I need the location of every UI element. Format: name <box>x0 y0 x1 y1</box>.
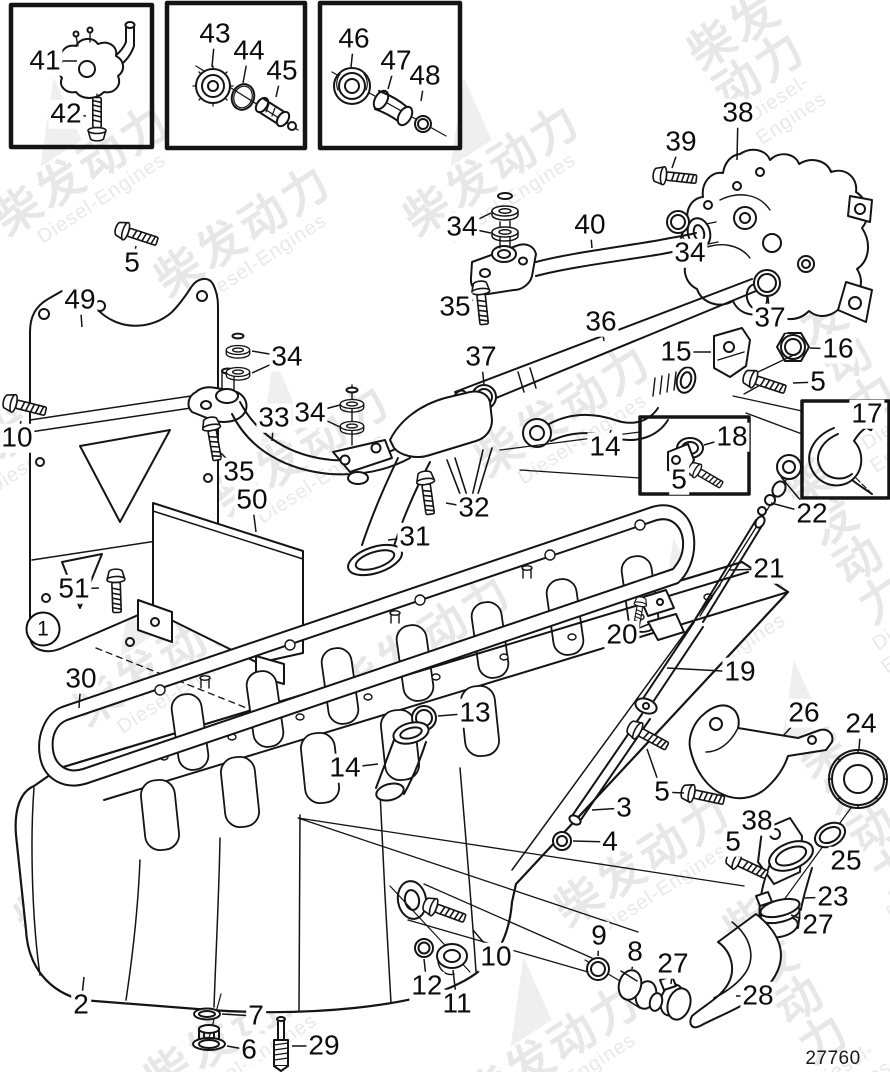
inset-box-41-42 <box>8 2 155 150</box>
oil-pipe-40 <box>469 192 719 296</box>
pointer-lines <box>297 395 803 973</box>
gasket-30 <box>38 504 696 787</box>
suction-pipe-31 <box>347 390 493 577</box>
drawing-number: 27760 <box>805 1048 861 1069</box>
inset-box-43-44-45 <box>164 0 308 151</box>
hose-assembly <box>584 913 782 1029</box>
inset-box-17 <box>800 399 890 500</box>
inset-box-18 <box>638 415 751 496</box>
inset-box-46-47-48 <box>317 0 463 151</box>
oil-pipe-33 <box>187 332 411 485</box>
drain-plug-group <box>192 705 471 1072</box>
oil-pipe-14 <box>522 327 810 448</box>
bracket-26 <box>688 704 834 800</box>
